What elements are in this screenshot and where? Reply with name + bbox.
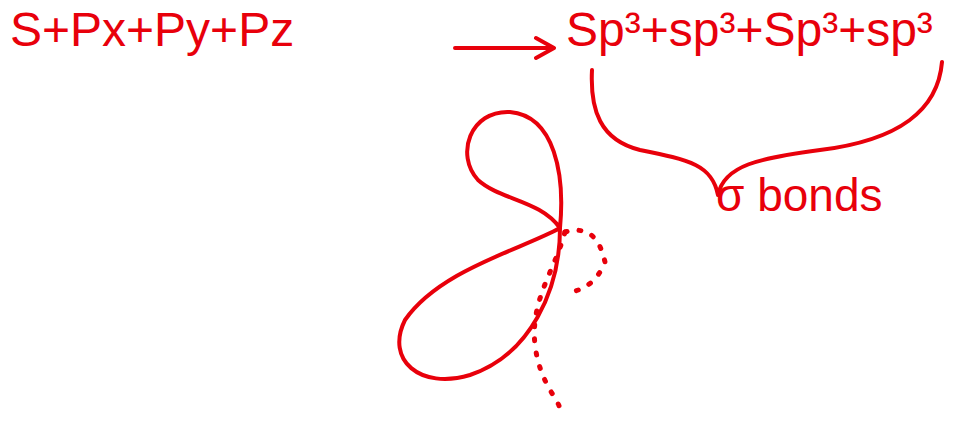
equation-left: S+Px+Py+Pz — [10, 4, 294, 57]
overlap-lobe-dotted — [534, 232, 565, 410]
bond-label: σ bonds — [716, 170, 883, 221]
overlap-lobe-dotted — [565, 230, 605, 292]
reaction-arrow — [455, 38, 554, 58]
equation-right: Sp³+sp³+Sp³+sp³ — [566, 4, 933, 57]
orbital-large-lobe — [467, 112, 561, 228]
